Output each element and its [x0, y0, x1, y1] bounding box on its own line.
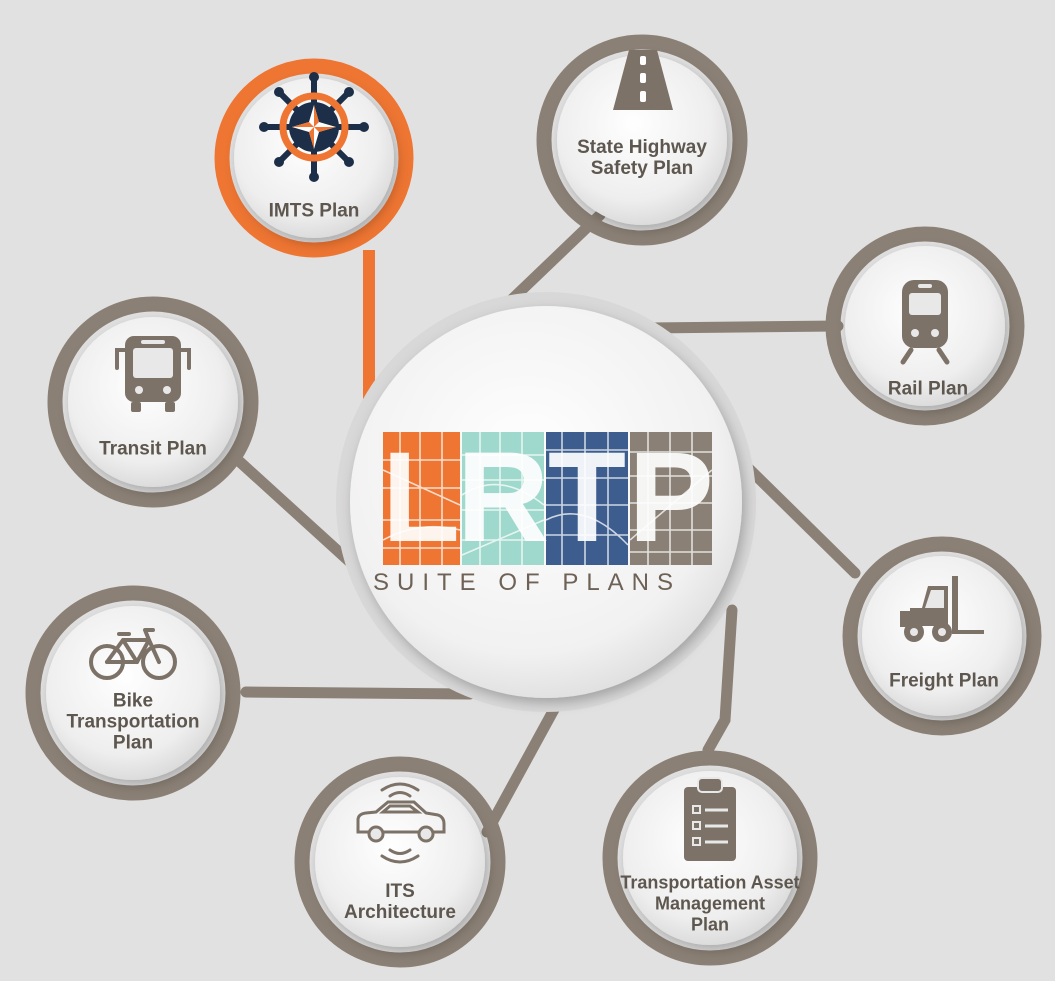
node-label-line: ITS: [385, 881, 415, 902]
letter-r: R: [457, 426, 549, 569]
node-asset[interactable]: Transportation Asset Management Plan: [620, 873, 799, 936]
node-freight[interactable]: Freight Plan: [889, 671, 999, 692]
disc-highway: [557, 55, 727, 225]
hub-subtitle: SUITE OF PLANS: [372, 569, 682, 596]
ring-highway: [536, 34, 748, 246]
letter-l: L: [382, 426, 460, 569]
forklift-icon: [900, 576, 984, 642]
node-label-line: Safety Plan: [590, 158, 694, 179]
ring-its: [294, 756, 506, 968]
letter-t: T: [548, 426, 626, 569]
node-label-line: Transportation Asset: [620, 872, 800, 893]
connector-bike: [240, 686, 476, 700]
node-label-line: IMTS Plan: [268, 200, 360, 222]
connected-car-icon: [356, 782, 446, 864]
ring-asset: [602, 750, 818, 966]
node-highway[interactable]: State Highway Safety Plan: [577, 137, 707, 179]
node-label-line: State Highway: [577, 137, 707, 158]
ring-transit: [47, 296, 259, 508]
bus-icon: [115, 336, 191, 412]
ring-rail: [825, 226, 1025, 426]
road-icon: [613, 50, 673, 110]
connector-freight: [729, 449, 861, 579]
node-transit[interactable]: Transit Plan: [99, 439, 207, 460]
ring-freight: [842, 536, 1042, 736]
connector-rail: [644, 320, 844, 334]
node-imts[interactable]: IMTS Plan: [269, 201, 360, 222]
node-label-line: Freight Plan: [889, 670, 999, 692]
node-label-line: Transit Plan: [99, 438, 207, 460]
bicycle-icon: [89, 628, 177, 680]
node-label-line: Plan: [112, 732, 154, 754]
connector-asset: [702, 604, 738, 756]
node-its[interactable]: ITS Architecture: [344, 881, 456, 923]
node-label-line: Management: [654, 893, 766, 914]
tile-t: [546, 432, 628, 565]
disc-bike: [46, 606, 220, 780]
node-label-line: Rail Plan: [887, 378, 969, 400]
node-label-line: Plan: [690, 914, 729, 935]
train-icon: [900, 280, 950, 365]
node-label-line: Architecture: [344, 902, 456, 923]
tile-p: [630, 432, 712, 565]
tile-r: [462, 432, 544, 565]
ships-wheel-icon: [259, 72, 369, 182]
ring-imts: [214, 58, 414, 258]
node-bike[interactable]: Bike Transportation Plan: [66, 691, 199, 754]
node-label-line: Bike: [112, 690, 154, 712]
letter-p: P: [628, 426, 713, 569]
ring-bike: [25, 585, 241, 801]
clipboard-icon: [684, 777, 736, 861]
lrtp-logo: L R T P: [382, 426, 714, 569]
node-label-line: Transportation: [66, 711, 200, 733]
node-rail[interactable]: Rail Plan: [888, 379, 968, 400]
